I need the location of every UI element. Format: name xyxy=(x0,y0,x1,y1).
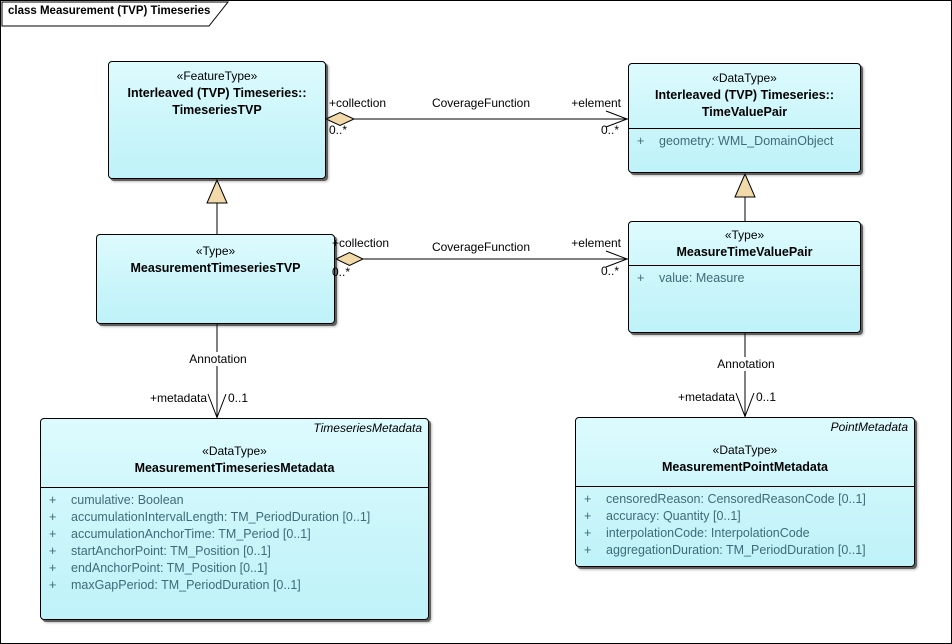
class-header: «Type» MeasureTimeValuePair xyxy=(629,222,860,265)
class-name: TimeValuePair xyxy=(701,105,788,119)
diagram-title: class Measurement (TVP) Timeseries xyxy=(8,5,211,17)
open-arrowhead-icon xyxy=(605,250,629,268)
visibility-marker: + xyxy=(584,492,592,506)
class-name: MeasureTimeValuePair xyxy=(676,245,813,259)
visibility-marker: + xyxy=(637,134,645,148)
attribute-text: accumulationIntervalLength: TM_PeriodDur… xyxy=(71,510,371,524)
class-header: «DataType» Interleaved (TVP) Timeseries:… xyxy=(629,64,860,128)
attribute-text: cumulative: Boolean xyxy=(71,493,184,507)
stereotype-label: «DataType» xyxy=(712,443,778,457)
class-header: «FeatureType» Interleaved (TVP) Timeseri… xyxy=(109,62,325,119)
target-multiplicity-label: 0..* xyxy=(600,123,619,137)
target-role-label: +metadata xyxy=(677,390,735,404)
attribute-text: accuracy: Quantity [0..1] xyxy=(606,509,741,523)
target-role-label: +element xyxy=(571,236,621,250)
attribute-compartment: + value: Measure xyxy=(629,265,860,287)
attribute-text: geometry: WML_DomainObject xyxy=(659,134,834,148)
class-box-measurement-timeseries-tvp[interactable]: «Type» MeasurementTimeseriesTVP xyxy=(96,234,335,324)
target-role-label: +element xyxy=(571,96,621,110)
classifier-qualifier-label: PointMetadata xyxy=(830,420,908,434)
attribute-row: + interpolationCode: InterpolationCode xyxy=(576,525,914,542)
attribute-row: + geometry: WML_DomainObject xyxy=(629,133,860,150)
annotation-name-label: Annotation xyxy=(158,352,278,366)
attribute-row: + cumulative: Boolean xyxy=(41,492,428,509)
attribute-row: + accumulationAnchorTime: TM_Period [0..… xyxy=(41,526,428,543)
class-header: PointMetadata «DataType» MeasurementPoin… xyxy=(576,418,914,486)
visibility-marker: + xyxy=(49,527,57,541)
visibility-marker: + xyxy=(584,509,592,523)
attribute-text: value: Measure xyxy=(659,271,745,285)
visibility-marker: + xyxy=(584,526,592,540)
visibility-marker: + xyxy=(637,271,645,285)
source-role-label: +collection xyxy=(329,96,387,110)
stereotype-label: «Type» xyxy=(724,228,765,242)
attribute-text: interpolationCode: InterpolationCode xyxy=(606,526,810,540)
stereotype-label: «Type» xyxy=(195,244,236,258)
visibility-marker: + xyxy=(49,544,57,558)
aggregation-diamond-icon xyxy=(324,111,356,127)
attribute-row: + endAnchorPoint: TM_Position [0..1] xyxy=(41,560,428,577)
annotation-name-label: Annotation xyxy=(686,357,806,371)
generalization-triangle-icon xyxy=(206,178,228,204)
attribute-text: startAnchorPoint: TM_Position [0..1] xyxy=(71,544,271,558)
attribute-compartment: + geometry: WML_DomainObject xyxy=(629,128,860,150)
attribute-text: accumulationAnchorTime: TM_Period [0..1] xyxy=(71,527,311,541)
attribute-text: aggregationDuration: TM_PeriodDuration [… xyxy=(606,543,866,557)
classifier-qualifier-label: TimeseriesMetadata xyxy=(313,421,422,435)
class-name: TimeseriesTVP xyxy=(172,103,262,117)
class-name: MeasurementTimeseriesMetadata xyxy=(134,461,335,475)
class-box-measurement-point-metadata[interactable]: PointMetadata «DataType» MeasurementPoin… xyxy=(575,417,915,567)
attribute-text: endAnchorPoint: TM_Position [0..1] xyxy=(71,561,268,575)
generalization-triangle-icon xyxy=(734,172,756,198)
class-header: TimeseriesMetadata «DataType» Measuremen… xyxy=(41,419,428,487)
class-header: «Type» MeasurementTimeseriesTVP xyxy=(97,235,334,277)
visibility-marker: + xyxy=(49,510,57,524)
open-arrowhead-icon xyxy=(207,393,227,419)
visibility-marker: + xyxy=(49,561,57,575)
attribute-row: + maxGapPeriod: TM_PeriodDuration [0..1] xyxy=(41,577,428,594)
attribute-row: + accuracy: Quantity [0..1] xyxy=(576,508,914,525)
stereotype-label: «FeatureType» xyxy=(176,69,258,83)
attribute-text: censoredReason: CensoredReasonCode [0..1… xyxy=(606,492,866,506)
stereotype-label: «DataType» xyxy=(712,71,777,85)
stereotype-label: «DataType» xyxy=(202,444,267,458)
target-multiplicity-label: 0..1 xyxy=(756,390,777,404)
attribute-row: + aggregationDuration: TM_PeriodDuration… xyxy=(576,542,914,559)
aggregation-diamond-icon xyxy=(334,251,365,267)
class-name: MeasurementTimeseriesTVP xyxy=(130,261,301,275)
frame-title-tab xyxy=(1,1,230,27)
visibility-marker: + xyxy=(49,493,57,507)
source-multiplicity-label: 0..* xyxy=(329,123,348,137)
target-role-label: +metadata xyxy=(149,391,207,405)
attribute-text: maxGapPeriod: TM_PeriodDuration [0..1] xyxy=(71,578,301,592)
class-box-timeseries-tvp[interactable]: «FeatureType» Interleaved (TVP) Timeseri… xyxy=(108,61,326,179)
attribute-compartment: + cumulative: Boolean + accumulationInte… xyxy=(41,487,428,594)
class-name: Interleaved (TVP) Timeseries:: xyxy=(654,88,834,102)
class-box-measurement-timeseries-metadata[interactable]: TimeseriesMetadata «DataType» Measuremen… xyxy=(40,418,429,620)
target-multiplicity-label: 0..1 xyxy=(228,391,249,405)
visibility-marker: + xyxy=(584,543,592,557)
association-name-label: CoverageFunction xyxy=(431,240,531,254)
attribute-row: + value: Measure xyxy=(629,270,860,287)
association-name-label: CoverageFunction xyxy=(431,96,531,110)
source-role-label: +collection xyxy=(332,236,390,250)
attribute-compartment: + censoredReason: CensoredReasonCode [0.… xyxy=(576,486,914,559)
attribute-row: + censoredReason: CensoredReasonCode [0.… xyxy=(576,491,914,508)
class-box-measure-time-value-pair[interactable]: «Type» MeasureTimeValuePair + value: Mea… xyxy=(628,221,861,333)
source-multiplicity-label: 0..* xyxy=(332,265,351,279)
class-name: Interleaved (TVP) Timeseries:: xyxy=(127,86,307,100)
visibility-marker: + xyxy=(49,578,57,592)
open-arrowhead-icon xyxy=(605,110,629,128)
open-arrowhead-icon xyxy=(735,392,755,418)
attribute-row: + accumulationIntervalLength: TM_PeriodD… xyxy=(41,509,428,526)
class-box-time-value-pair[interactable]: «DataType» Interleaved (TVP) Timeseries:… xyxy=(628,63,861,173)
attribute-row: + startAnchorPoint: TM_Position [0..1] xyxy=(41,543,428,560)
target-multiplicity-label: 0..* xyxy=(600,264,619,278)
class-name: MeasurementPointMetadata xyxy=(661,460,828,474)
